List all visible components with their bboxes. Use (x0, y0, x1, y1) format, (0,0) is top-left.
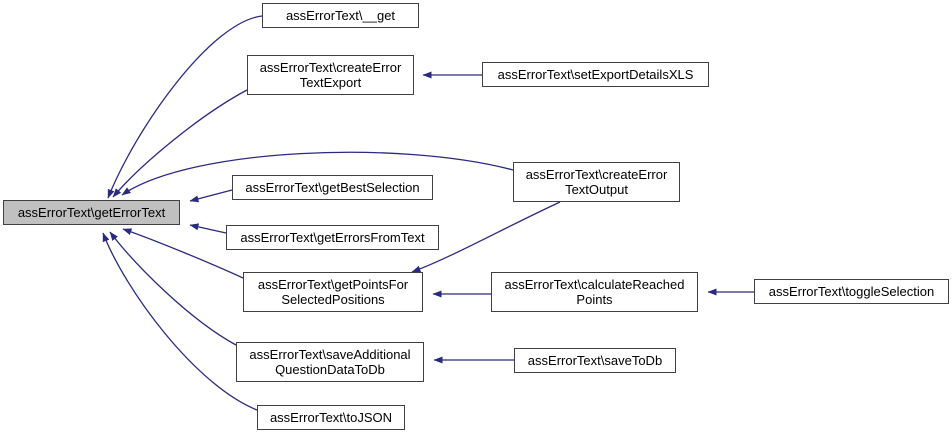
graph-node-getBestSelection[interactable]: assErrorText\getBestSelection (232, 175, 433, 200)
graph-node-toggleSelection[interactable]: assErrorText\toggleSelection (754, 279, 949, 304)
graph-edge-get-to-getErrorText (107, 15, 263, 199)
graph-edge-getBestSelection-to-getErrorText (189, 189, 233, 203)
graph-edge-createErrorTextExport-to-getErrorText (112, 89, 248, 198)
graph-edge-toJSON-to-getErrorText (102, 232, 258, 411)
graph-edge-getPointsForSelectedPositions-to-getErrorText (122, 228, 244, 279)
graph-node-calculateReachedPoints[interactable]: assErrorText\calculateReached Points (491, 272, 698, 312)
graph-node-saveToDb[interactable]: assErrorText\saveToDb (514, 348, 676, 373)
graph-node-getPointsForSelectedPositions[interactable]: assErrorText\getPointsFor SelectedPositi… (243, 272, 423, 312)
graph-edge-getErrorsFromText-to-getErrorText (189, 223, 227, 234)
graph-node-saveAdditionalQuestionDataToDb[interactable]: assErrorText\saveAdditional QuestionData… (236, 342, 424, 382)
graph-node-getErrorsFromText[interactable]: assErrorText\getErrorsFromText (226, 225, 439, 250)
graph-node-get[interactable]: assErrorText\__get (262, 3, 419, 28)
graph-node-toJSON[interactable]: assErrorText\toJSON (257, 405, 405, 430)
graph-edge-saveAdditionalQuestionDataToDb-to-getErrorText (109, 231, 237, 346)
graph-node-setExportDetailsXLS[interactable]: assErrorText\setExportDetailsXLS (482, 62, 709, 87)
graph-node-createErrorTextExport[interactable]: assErrorText\createError TextExport (247, 55, 414, 95)
graph-node-getErrorText[interactable]: assErrorText\getErrorText (3, 200, 180, 225)
graph-node-createErrorTextOutput[interactable]: assErrorText\createError TextOutput (513, 162, 680, 202)
